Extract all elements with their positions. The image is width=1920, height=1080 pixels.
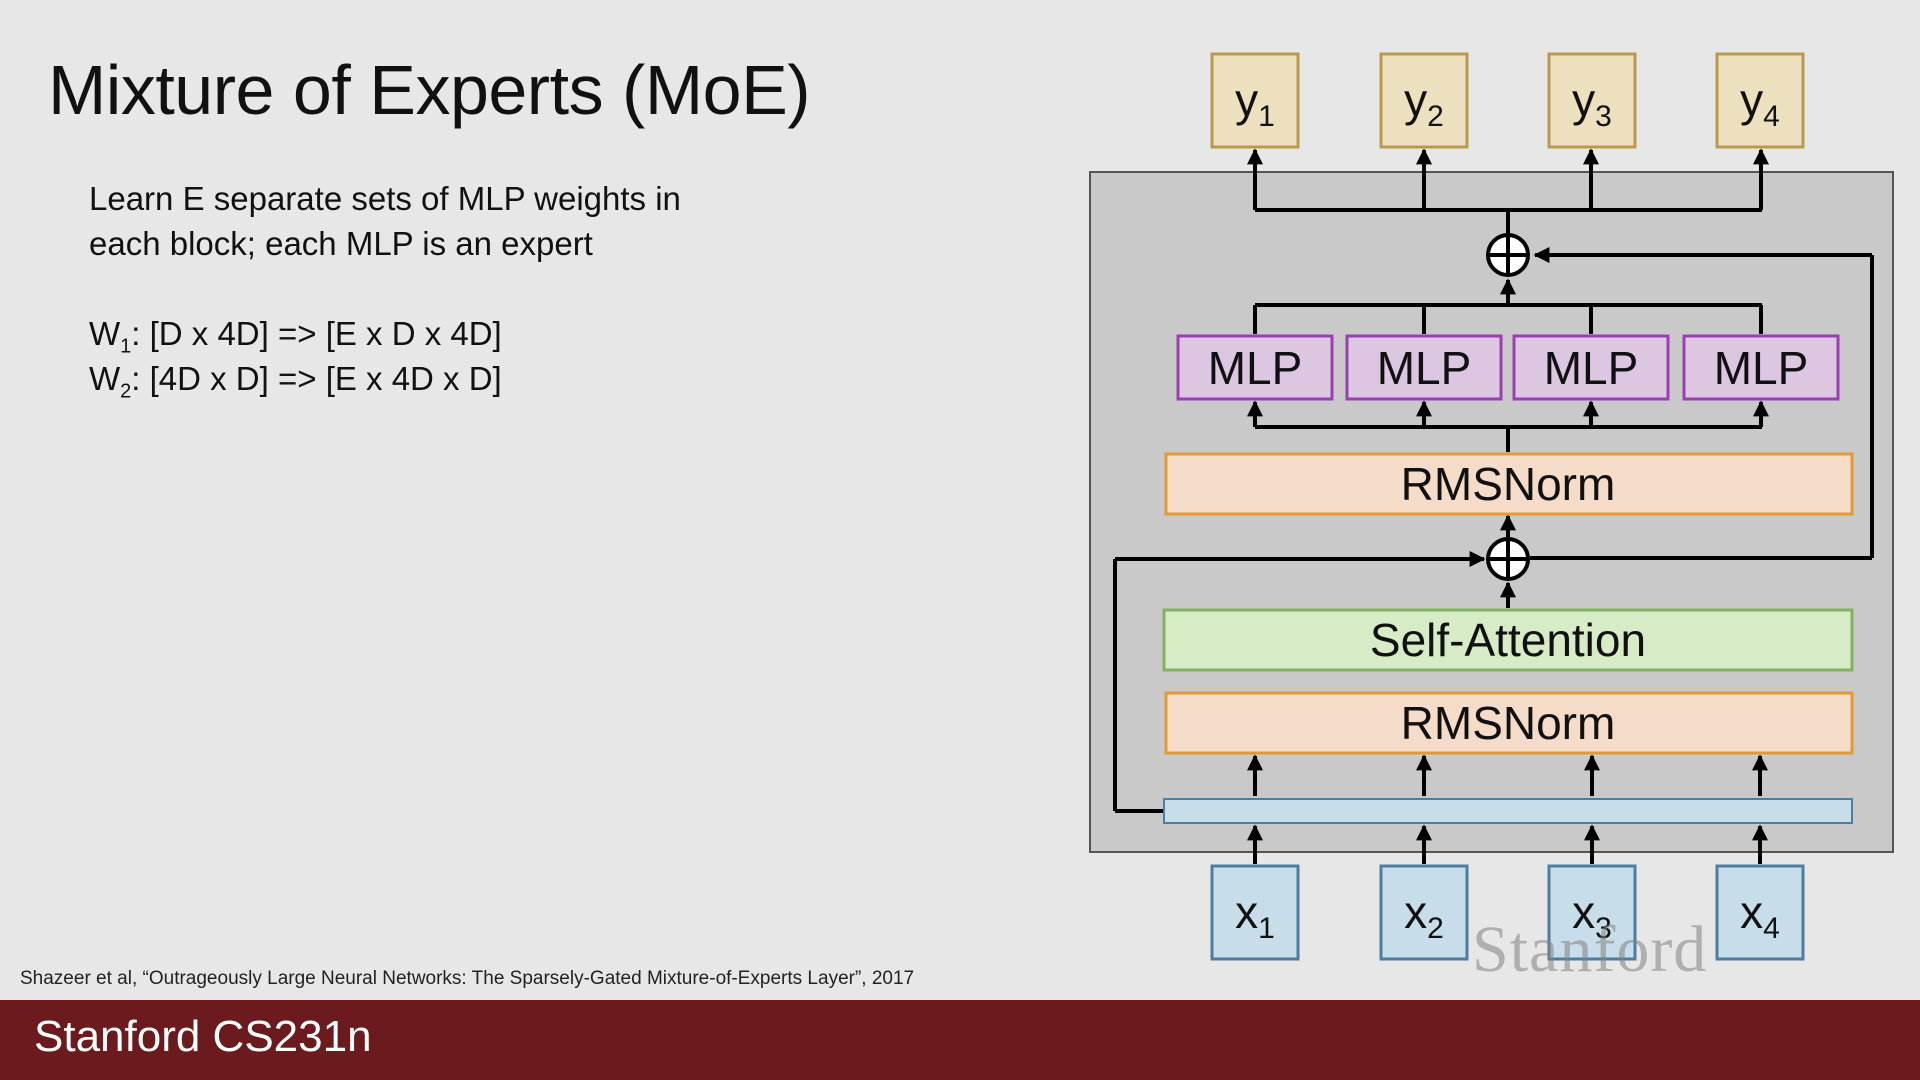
input-token-label-4: x4 — [1740, 886, 1780, 945]
mlp-expert-label-4: MLP — [1714, 342, 1809, 394]
rmsnorm-bottom-label: RMSNorm — [1401, 697, 1616, 749]
output-token-base-2: y — [1404, 74, 1427, 126]
mlp-expert-box-3 — [1512, 334, 1670, 401]
input-token-base-4: x — [1740, 886, 1763, 938]
equation-w2: W2: [4D x D] => [E x 4D x D] — [89, 360, 502, 403]
input-token-subscript-3: 3 — [1595, 912, 1612, 945]
footer-text: Stanford CS231n — [34, 1012, 372, 1061]
input-token-subscript-4: 4 — [1763, 912, 1780, 945]
output-token-label-3: y3 — [1572, 74, 1612, 133]
rmsnorm-top-box — [1164, 452, 1854, 516]
footer-bar — [0, 1000, 1920, 1080]
expert-mlps: MLP MLP MLP MLP — [1176, 334, 1840, 401]
output-token-box-1 — [1210, 52, 1300, 149]
input-token-box-3 — [1547, 864, 1637, 961]
mlp-expert-label-3: MLP — [1544, 342, 1639, 394]
stanford-watermark: Stanford — [1472, 913, 1708, 986]
output-token-label-4: y4 — [1740, 74, 1780, 133]
sum-node-bottom — [1486, 537, 1530, 581]
mlp-expert-box-1 — [1176, 334, 1334, 401]
input-token-box-2 — [1379, 864, 1469, 961]
self-attention-box — [1162, 608, 1854, 672]
output-token-subscript-3: 3 — [1595, 100, 1612, 133]
output-token-box-4 — [1715, 52, 1805, 149]
input-token-base-1: x — [1235, 886, 1258, 938]
mlp-expert-box-2 — [1345, 334, 1503, 401]
mlp-expert-box-4 — [1682, 334, 1840, 401]
description-line-2: each block; each MLP is an expert — [89, 225, 593, 262]
input-token-box-4 — [1715, 864, 1805, 961]
input-token-label-1: x1 — [1235, 886, 1275, 945]
input-token-base-2: x — [1404, 886, 1427, 938]
output-token-label-1: y1 — [1235, 74, 1275, 133]
output-token-box-2 — [1379, 52, 1469, 149]
equation-w1: W1: [D x 4D] => [E x D x 4D] — [89, 315, 502, 358]
output-token-base-1: y — [1235, 74, 1258, 126]
rmsnorm-top-label: RMSNorm — [1401, 458, 1616, 510]
output-token-subscript-2: 2 — [1427, 100, 1444, 133]
sum-node-top — [1486, 233, 1530, 277]
rmsnorm-bottom-box — [1164, 691, 1854, 755]
input-token-base-3: x — [1572, 886, 1595, 938]
input-token-box-1 — [1210, 864, 1300, 961]
input-token-label-3: x3 — [1572, 886, 1612, 945]
self-attention-label: Self-Attention — [1370, 614, 1646, 666]
connections — [1113, 148, 1874, 864]
output-token-base-4: y — [1740, 74, 1763, 126]
input-token-label-2: x2 — [1404, 886, 1444, 945]
output-token-subscript-1: 1 — [1258, 100, 1275, 133]
mlp-expert-label-2: MLP — [1377, 342, 1472, 394]
input-embedding-bar — [1163, 798, 1853, 824]
output-token-subscript-4: 4 — [1763, 100, 1780, 133]
output-token-box-3 — [1547, 52, 1637, 149]
output-token-label-2: y2 — [1404, 74, 1444, 133]
input-token-subscript-1: 1 — [1258, 912, 1275, 945]
input-token-subscript-2: 2 — [1427, 912, 1444, 945]
citation: Shazeer et al, “Outrageously Large Neura… — [20, 968, 915, 989]
description-line-1: Learn E separate sets of MLP weights in — [89, 180, 681, 217]
output-token-base-3: y — [1572, 74, 1595, 126]
mlp-expert-label-1: MLP — [1208, 342, 1303, 394]
slide-title: Mixture of Experts (MoE) — [48, 51, 811, 129]
